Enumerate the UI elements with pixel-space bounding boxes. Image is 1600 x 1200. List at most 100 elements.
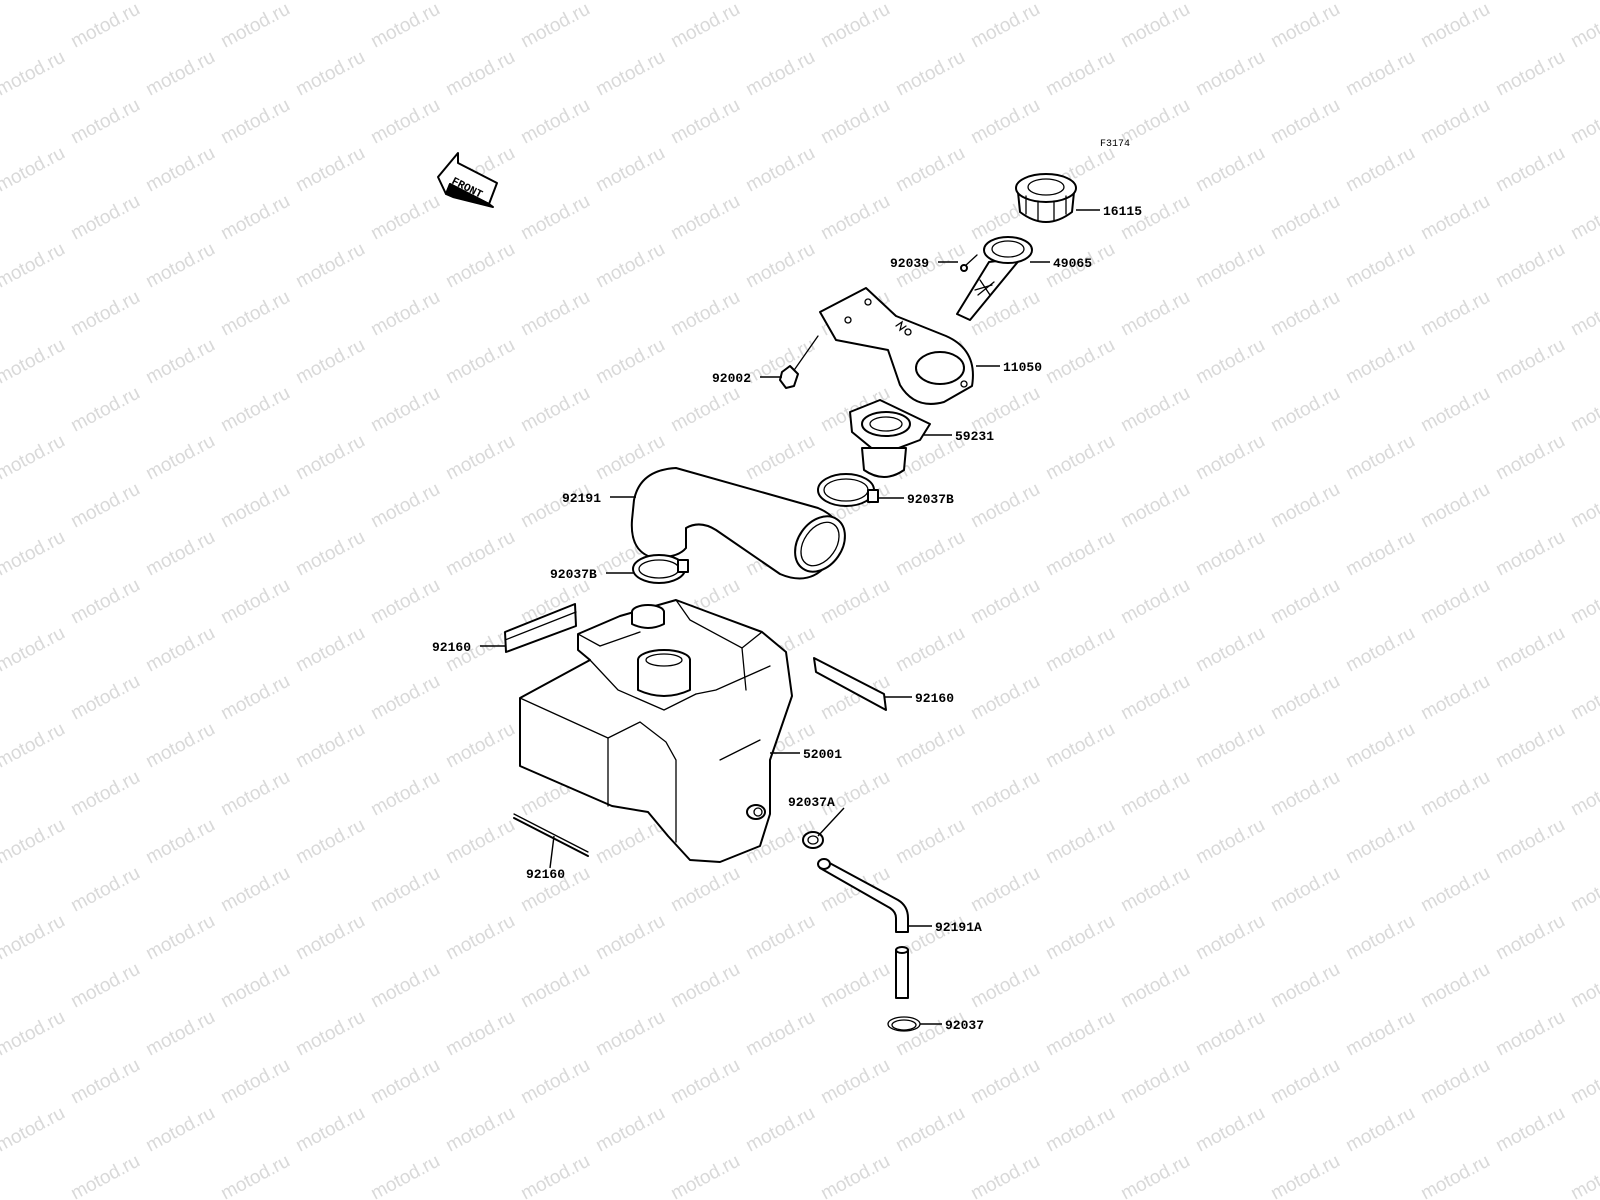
watermark-text: motod.ru	[1192, 527, 1268, 581]
watermark-text: motod.ru	[142, 1007, 218, 1061]
watermark-text: motod.ru	[892, 527, 968, 581]
watermark-text: motod.ru	[1042, 1007, 1118, 1061]
watermark-text: motod.ru	[292, 335, 368, 389]
label-92160-right: 92160	[915, 691, 954, 706]
watermark-text: motod.ru	[1267, 767, 1343, 821]
watermark-text: motod.ru	[217, 671, 293, 725]
watermark-text: motod.ru	[517, 95, 593, 149]
watermark-text: motod.ru	[1042, 431, 1118, 485]
watermark-text: motod.ru	[217, 191, 293, 245]
watermark-text: motod.ru	[1567, 383, 1600, 437]
watermark-text: motod.ru	[1567, 0, 1600, 52]
watermark-text: motod.ru	[0, 0, 69, 4]
label-49065: 49065	[1053, 256, 1092, 271]
filler-hose	[630, 467, 846, 580]
watermark-text: motod.ru	[817, 95, 893, 149]
watermark-text: motod.ru	[292, 47, 368, 101]
watermark-text: motod.ru	[1042, 335, 1118, 389]
watermark-text: motod.ru	[67, 575, 143, 629]
watermark-text: motod.ru	[1567, 575, 1600, 629]
watermark-text: motod.ru	[967, 1151, 1043, 1200]
watermark-text: motod.ru	[292, 431, 368, 485]
watermark-text: motod.ru	[1042, 815, 1118, 869]
label-92037b-lower: 92037B	[550, 567, 597, 582]
watermark-text: motod.ru	[67, 863, 143, 917]
watermark-text: motod.ru	[67, 959, 143, 1013]
watermark-text: motod.ru	[967, 575, 1043, 629]
watermark-text: motod.ru	[1192, 0, 1268, 4]
watermark-text: motod.ru	[592, 47, 668, 101]
filler-flange	[849, 399, 931, 478]
watermark-text: motod.ru	[1192, 335, 1268, 389]
fuel-tank	[519, 599, 793, 863]
watermark-text: motod.ru	[1342, 143, 1418, 197]
pad-bottom	[513, 813, 589, 857]
watermark-text: motod.ru	[1117, 767, 1193, 821]
watermark-text: motod.ru	[892, 623, 968, 677]
watermark-text: motod.ru	[1042, 1103, 1118, 1157]
watermark-text: motod.ru	[967, 95, 1043, 149]
watermark-text: motod.ru	[1417, 1151, 1493, 1200]
watermark-text: motod.ru	[1117, 863, 1193, 917]
hose-clamp-lower	[632, 554, 689, 584]
watermark-text: motod.ru	[367, 287, 443, 341]
front-direction-arrow: FRONT	[437, 152, 498, 208]
watermark-text: motod.ru	[742, 1103, 818, 1157]
watermark-text: motod.ru	[667, 1055, 743, 1109]
watermark-text: motod.ru	[1267, 287, 1343, 341]
watermark-text: motod.ru	[292, 239, 368, 293]
watermark-text: motod.ru	[1492, 335, 1568, 389]
watermark-text: motod.ru	[367, 191, 443, 245]
watermark-text: motod.ru	[292, 815, 368, 869]
watermark-text: motod.ru	[892, 815, 968, 869]
watermark-text: motod.ru	[142, 719, 218, 773]
watermark-text: motod.ru	[1267, 575, 1343, 629]
watermark-text: motod.ru	[1192, 431, 1268, 485]
watermark-text: motod.ru	[1492, 143, 1568, 197]
watermark-text: motod.ru	[367, 479, 443, 533]
watermark-text: motod.ru	[1117, 959, 1193, 1013]
watermark-text: motod.ru	[1342, 431, 1418, 485]
watermark-text: motod.ru	[1117, 383, 1193, 437]
fuel-cap	[1015, 173, 1077, 223]
vent-hose	[817, 858, 909, 999]
watermark-text: motod.ru	[0, 719, 69, 773]
watermark-text: motod.ru	[67, 383, 143, 437]
watermark-text: motod.ru	[217, 1151, 293, 1200]
watermark-text: motod.ru	[442, 911, 518, 965]
watermark-text: motod.ru	[592, 0, 668, 4]
watermark-text: motod.ru	[517, 287, 593, 341]
watermark-text: motod.ru	[1042, 527, 1118, 581]
watermark-text: motod.ru	[1417, 1055, 1493, 1109]
watermark-text: motod.ru	[892, 1103, 968, 1157]
watermark-text: motod.ru	[1567, 479, 1600, 533]
watermark-text: motod.ru	[517, 383, 593, 437]
label-16115: 16115	[1103, 204, 1142, 219]
watermark-text: motod.ru	[292, 623, 368, 677]
filler-neck-strainer	[956, 236, 1033, 321]
watermark-text: motod.ru	[1342, 335, 1418, 389]
watermark-text: motod.ru	[1567, 191, 1600, 245]
watermark-text: motod.ru	[1117, 575, 1193, 629]
watermark-text: motod.ru	[1417, 383, 1493, 437]
watermark-text: motod.ru	[67, 287, 143, 341]
watermark-text: motod.ru	[1492, 431, 1568, 485]
watermark-text: motod.ru	[1342, 239, 1418, 293]
watermark-text: motod.ru	[1567, 95, 1600, 149]
watermark-text: motod.ru	[1267, 671, 1343, 725]
watermark-text: motod.ru	[1267, 0, 1343, 52]
mounting-bracket	[819, 287, 974, 405]
watermark-text: motod.ru	[1342, 1103, 1418, 1157]
watermark-text: motod.ru	[1192, 719, 1268, 773]
watermark-text: motod.ru	[667, 959, 743, 1013]
watermark-text: motod.ru	[1567, 671, 1600, 725]
bolt	[779, 335, 819, 389]
watermark-text: motod.ru	[67, 1055, 143, 1109]
watermark-text: motod.ru	[667, 287, 743, 341]
watermark-text: motod.ru	[1117, 479, 1193, 533]
watermark-text: motod.ru	[742, 911, 818, 965]
watermark-text: motod.ru	[1192, 143, 1268, 197]
watermark-text: motod.ru	[0, 911, 69, 965]
watermark-text: motod.ru	[1417, 0, 1493, 52]
